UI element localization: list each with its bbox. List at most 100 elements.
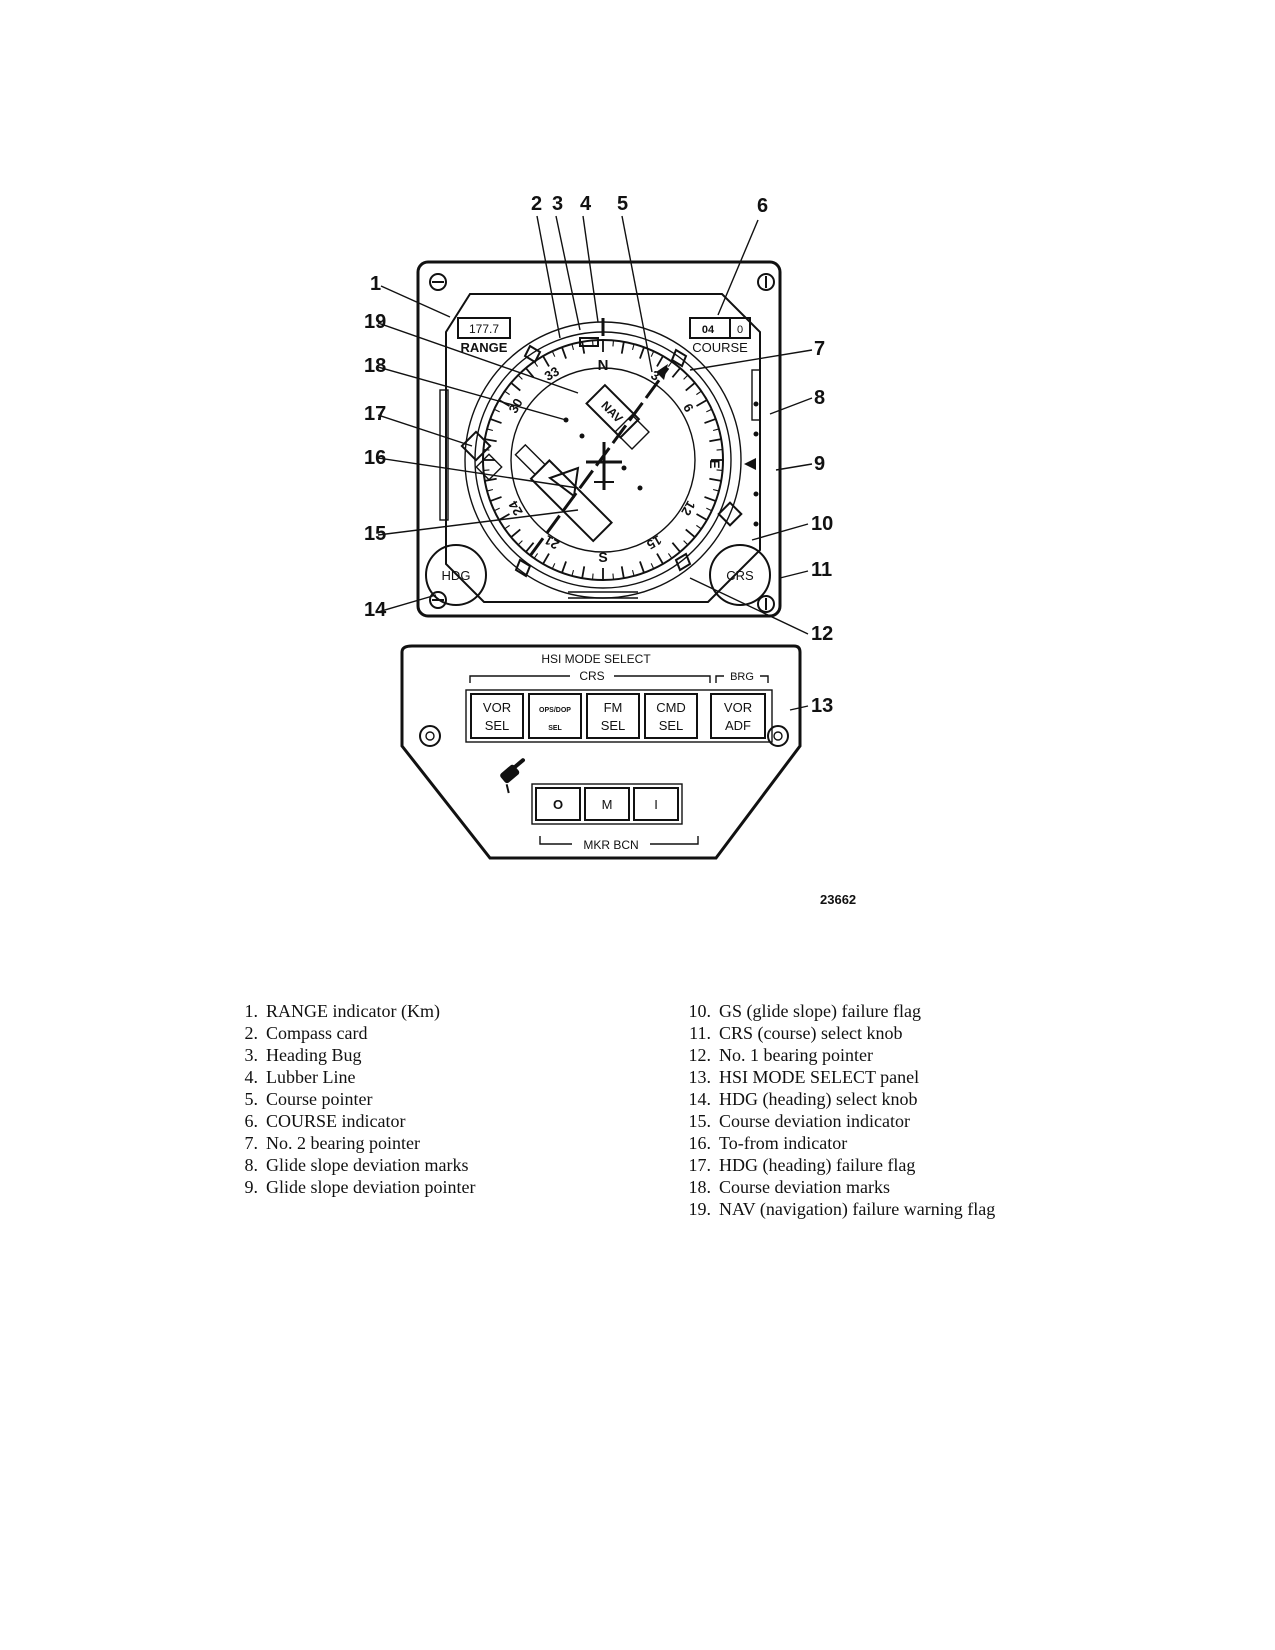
callout-15: 15 xyxy=(364,523,386,545)
legend-item: 7.No. 2 bearing pointer xyxy=(244,1133,420,1153)
legend-item: 17.HDG (heading) failure flag xyxy=(688,1155,916,1175)
legend-item: 9.Glide slope deviation pointer xyxy=(244,1177,476,1197)
range-label: RANGE xyxy=(461,340,508,355)
compass-tick xyxy=(494,408,500,413)
compass-tick xyxy=(620,566,625,579)
glide-slope-deviation-marks xyxy=(753,401,759,527)
compass-tick xyxy=(716,469,723,472)
compass-tick xyxy=(517,540,523,546)
brg-group-label: BRG xyxy=(730,671,754,683)
callout-9: 9 xyxy=(814,453,825,475)
compass-tick xyxy=(483,469,490,472)
compass-tick xyxy=(685,528,696,538)
legend-item: 18.Course deviation marks xyxy=(688,1177,890,1197)
hdg-knob-label: HDG xyxy=(442,568,471,583)
glide-slope-pointer xyxy=(744,458,756,470)
mode-panel-title: HSI MODE SELECT xyxy=(541,652,651,666)
compass-tick xyxy=(561,561,567,574)
course-deviation-marks xyxy=(563,417,643,491)
compass-tick xyxy=(551,563,556,569)
compass-tick xyxy=(696,390,702,396)
compass-tick xyxy=(517,374,523,380)
svg-text:FM: FM xyxy=(604,700,623,715)
nav-failure-flag: NAV xyxy=(585,383,641,439)
legend-item: 5.Course pointer xyxy=(244,1089,373,1109)
compass-tick xyxy=(498,513,510,521)
compass-tick xyxy=(571,569,575,577)
callout-16: 16 xyxy=(364,447,386,469)
hsi-instrument: 177.7 RANGE 04 0 COURSE N E S 3 6 12 15 … xyxy=(416,260,782,618)
callout-2: 2 xyxy=(531,193,542,215)
compass-tick xyxy=(620,341,625,354)
marker-lamp-outer: O xyxy=(535,787,581,821)
compass-tick xyxy=(667,361,673,367)
callout-1: 1 xyxy=(370,273,381,295)
legend-item: 14.HDG (heading) select knob xyxy=(688,1089,918,1109)
compass-tick xyxy=(696,524,702,530)
legend-item: 3.Heading Bug xyxy=(244,1045,362,1065)
compass-tick xyxy=(591,573,594,580)
svg-text:OPS/DOP: OPS/DOP xyxy=(539,707,571,714)
compass-15: 15 xyxy=(644,532,664,552)
svg-text:VOR: VOR xyxy=(724,700,752,715)
compass-tick xyxy=(696,399,708,407)
crs-select-knob[interactable] xyxy=(709,544,771,606)
compass-tick xyxy=(709,438,722,443)
legend-item: 2.Compass card xyxy=(244,1023,368,1043)
callout-5: 5 xyxy=(617,193,628,215)
compass-tick xyxy=(581,341,586,354)
compass-30: 30 xyxy=(505,396,525,416)
mode-button-vor-adf[interactable]: VOR ADF xyxy=(710,693,766,739)
callout-14: 14 xyxy=(364,599,387,621)
legend-item: 16.To-from indicator xyxy=(688,1133,848,1153)
mode-button-fm-sel[interactable]: FM SEL xyxy=(586,693,640,739)
compass-tick xyxy=(631,569,635,577)
hdg-select-knob[interactable] xyxy=(425,544,487,606)
compass-tick xyxy=(504,390,510,396)
leader-lines xyxy=(377,215,813,711)
compass-tick xyxy=(656,355,664,367)
compass-tick xyxy=(706,408,712,413)
gs-failure-flag xyxy=(717,501,743,527)
mode-button-cmd-sel[interactable]: CMD SEL xyxy=(644,693,698,739)
callout-8: 8 xyxy=(814,387,825,409)
svg-text:O: O xyxy=(553,797,563,812)
to-from-box xyxy=(614,414,650,450)
compass-tick xyxy=(639,561,645,574)
legend-item: 13.HSI MODE SELECT panel xyxy=(688,1067,920,1087)
compass-tick xyxy=(581,566,586,579)
svg-text:VOR: VOR xyxy=(483,700,511,715)
compass-ticks xyxy=(483,340,723,580)
svg-text:M: M xyxy=(602,797,613,812)
svg-text:ADF: ADF xyxy=(725,718,751,733)
compass-tick xyxy=(494,507,500,512)
mode-button-vor-sel[interactable]: VOR SEL xyxy=(470,693,524,739)
compass-tick xyxy=(489,496,502,502)
callout-7: 7 xyxy=(814,338,825,360)
legend-item: 15.Course deviation indicator xyxy=(688,1111,910,1131)
legend-item: 6.COURSE indicator xyxy=(244,1111,406,1131)
crs-group-label: CRS xyxy=(579,669,604,683)
legend-item: 19.NAV (navigation) failure warning flag xyxy=(688,1199,996,1219)
callout-13: 13 xyxy=(811,695,833,717)
mode-button-ops-dop-sel[interactable]: OPS/DOP SEL xyxy=(528,693,582,739)
legend-item: 12.No. 1 bearing pointer xyxy=(688,1045,873,1065)
panel-screw-icon xyxy=(419,725,789,747)
compass-tick xyxy=(498,399,510,407)
no2-bearing-pointer-head xyxy=(670,348,688,368)
svg-text:SEL: SEL xyxy=(659,718,684,733)
compass-tick xyxy=(525,367,535,378)
callout-4: 4 xyxy=(580,193,592,215)
course-digits: 04 xyxy=(702,324,715,336)
figure-number: 23662 xyxy=(820,892,857,907)
range-window xyxy=(457,317,511,339)
compass-tick xyxy=(704,496,717,502)
course-pointer-head xyxy=(656,364,668,380)
svg-text:CMD: CMD xyxy=(656,700,686,715)
to-from-indicator xyxy=(547,466,580,498)
compass-tick xyxy=(542,355,550,367)
no1-bearing-pointer xyxy=(674,552,692,572)
hsi-mode-select-panel: HSI MODE SELECT CRS BRG VOR SEL OPS/DOP … xyxy=(400,644,802,860)
compass-tick xyxy=(612,573,615,580)
compass-tick xyxy=(571,343,575,351)
